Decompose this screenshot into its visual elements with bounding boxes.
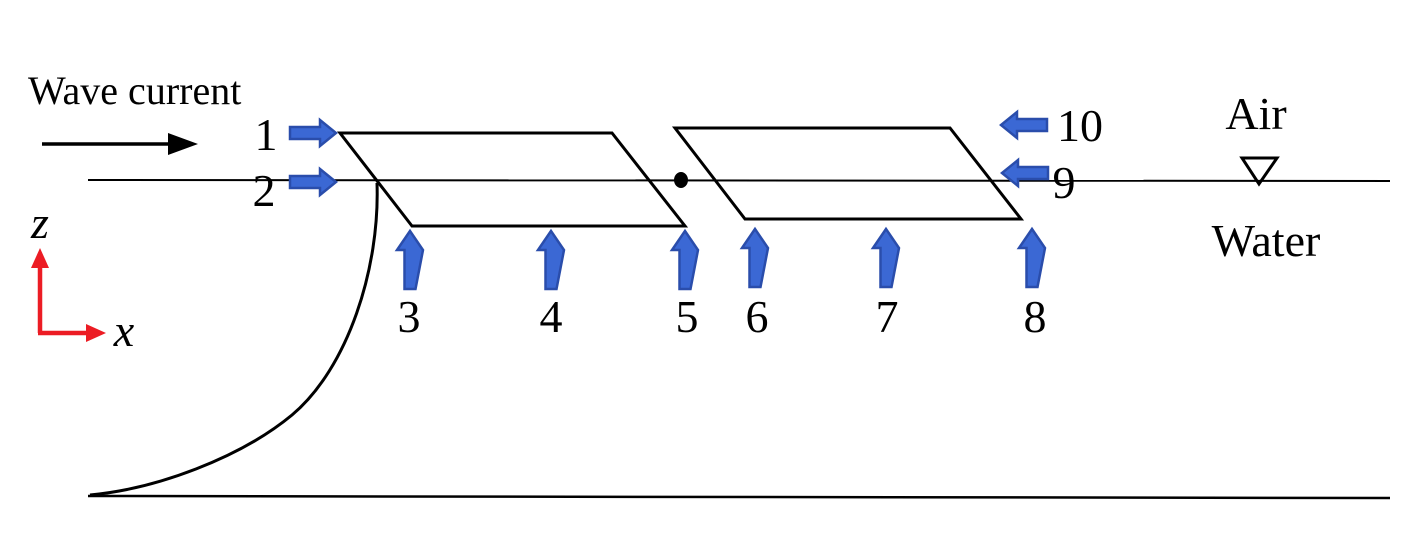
point-label-9: 9: [1053, 157, 1076, 208]
force-arrow-3-icon: [395, 229, 425, 291]
point-label-7: 7: [876, 291, 899, 342]
air-label: Air: [1225, 88, 1286, 139]
point-label-2: 2: [253, 165, 276, 216]
pontoon-1: [336, 131, 689, 228]
force-arrow-7-icon: [871, 227, 901, 289]
force-arrow-10-icon: [999, 110, 1049, 140]
force-arrow-4-icon: [536, 229, 566, 291]
point-label-8: 8: [1024, 291, 1047, 342]
water-level-triangle-icon: [1239, 156, 1280, 187]
force-arrows: [288, 110, 1050, 291]
seabed-line: [87, 494, 1391, 500]
x-axis-arrowhead-icon: [86, 324, 106, 342]
axis-x-label: x: [113, 305, 135, 356]
force-arrow-5-icon: [670, 229, 700, 291]
z-axis-arrowhead-icon: [31, 248, 49, 268]
water-surface-line: [87, 179, 1391, 182]
wave-current-arrow: [42, 133, 198, 155]
coordinate-axes: [31, 248, 106, 342]
water-label: Water: [1212, 215, 1321, 266]
pontoon-2: [671, 126, 1025, 221]
force-arrow-1-icon: [288, 118, 338, 148]
point-label-6: 6: [746, 291, 769, 342]
force-arrow-8-icon: [1017, 227, 1047, 289]
axis-z-label: z: [30, 197, 49, 248]
slope-curve: [89, 182, 379, 497]
hinge-dot: [674, 172, 688, 188]
point-label-3: 3: [398, 291, 421, 342]
force-arrow-9-icon: [1000, 158, 1050, 188]
force-arrow-2-icon: [288, 167, 338, 197]
point-label-10: 10: [1057, 100, 1103, 151]
wave-current-label: Wave current: [28, 68, 241, 113]
point-label-1: 1: [255, 109, 278, 160]
force-arrow-6-icon: [740, 227, 770, 289]
point-label-4: 4: [540, 291, 563, 342]
point-label-5: 5: [676, 291, 699, 342]
